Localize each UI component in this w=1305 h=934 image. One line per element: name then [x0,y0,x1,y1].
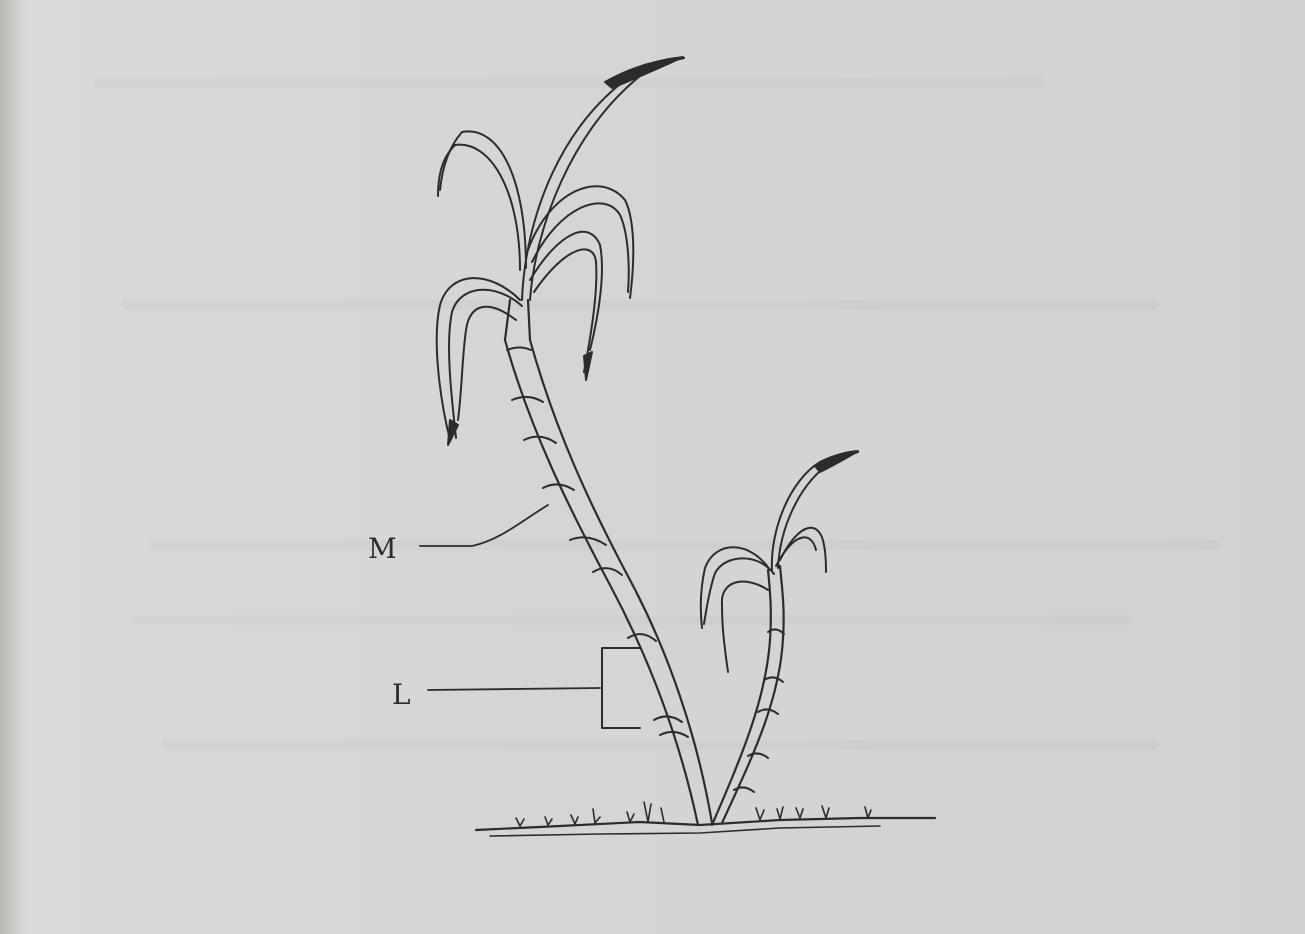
label-l: L [392,678,411,711]
ground-line [476,818,935,836]
label-l-leader [428,688,600,690]
main-stalk-nodes [507,348,688,738]
small-stalk-leaves [701,451,858,672]
small-stalk-nodes [734,629,784,792]
label-m: M [368,532,397,565]
internode-bracket [602,648,640,728]
main-stalk-leaves [437,57,684,445]
label-m-leader [420,505,548,546]
main-stalk [505,300,712,825]
